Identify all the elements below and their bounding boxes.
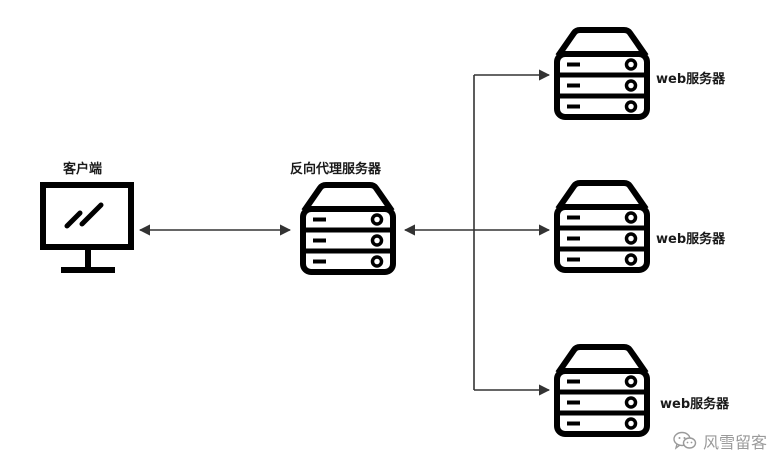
connectors [138,69,551,396]
wechat-icon [673,431,697,450]
web-server-3-icon [557,347,647,434]
proxy-label: 反向代理服务器 [290,162,382,177]
watermark: 风雪留客 [673,429,767,453]
web-server-1-label: web服务器 [656,72,726,87]
web-server-3-label: web服务器 [660,397,730,412]
web-server-1-icon [557,30,647,117]
web-server-2-icon [557,183,647,270]
watermark-text: 风雪留客 [702,433,767,452]
web-server-2-label: web服务器 [656,232,726,247]
client-label: 客户端 [63,162,103,177]
client-monitor-icon [40,182,134,273]
proxy-server-icon [303,185,393,272]
